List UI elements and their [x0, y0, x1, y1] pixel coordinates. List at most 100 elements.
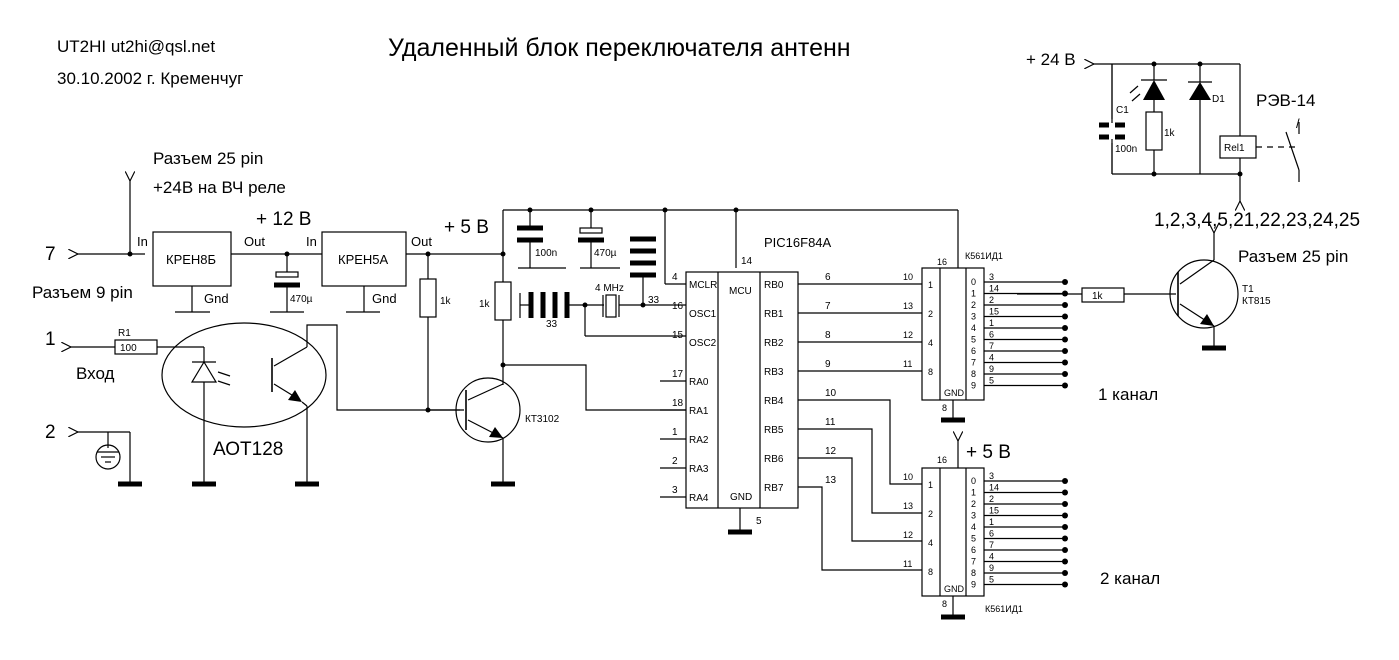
mcu-pin-number: 10	[825, 388, 837, 399]
mcu-pin-name: RB1	[764, 309, 784, 320]
mcu-pin-name: RB0	[764, 280, 784, 291]
crystal-label: 4 MHz	[595, 283, 624, 294]
opto-ray	[217, 380, 231, 386]
decoder1-gnd: GND	[944, 388, 965, 398]
decoder-input-bit: 2	[928, 509, 933, 519]
mcu-gnd-label: GND	[730, 492, 752, 503]
decoder-input-pin: 12	[903, 330, 913, 340]
channel-2-label: 2 канал	[1100, 569, 1160, 588]
mcu-pin-name: RB7	[764, 483, 784, 494]
decoder-output-pin: 6	[989, 529, 994, 539]
cap-470u-a-label: 470µ	[290, 294, 313, 305]
diode-d1	[1189, 82, 1211, 100]
resistor-1k-out-label: 1k	[1092, 291, 1104, 302]
decoder1-pin8: 8	[942, 403, 947, 413]
pin-7-label: 7	[45, 244, 56, 265]
decoder-input-pin: 13	[903, 301, 913, 311]
cap-c1-ref: C1	[1116, 105, 1129, 116]
decoder-input-bit: 4	[928, 538, 933, 548]
output-terminal	[1062, 336, 1068, 343]
mcu-pin-number: 17	[672, 369, 684, 380]
led-indicator	[1143, 80, 1165, 100]
crystal-4mhz	[605, 294, 617, 318]
output-terminal	[1062, 302, 1068, 308]
mcu-pin5: 5	[756, 516, 762, 527]
transistor-t1	[1169, 259, 1239, 329]
optocoupler-label: АОТ128	[213, 439, 283, 460]
output-terminal	[1062, 558, 1068, 565]
cap-470u-a-plate	[275, 271, 299, 278]
decoder-output-pin: 6	[989, 330, 994, 340]
decoder-output-pin: 5	[989, 376, 994, 386]
decoder-input-bit: 1	[928, 480, 933, 490]
output-pins-label: 1,2,3,4,5,21,22,23,24,25	[1154, 210, 1360, 231]
relay-contact	[1285, 131, 1300, 171]
output-terminal	[1062, 501, 1068, 507]
wire-rb7	[798, 486, 926, 571]
input-label: Вход	[76, 364, 115, 383]
decoder-output-index: 3	[971, 312, 976, 322]
relay-type-label: РЭВ-14	[1256, 91, 1315, 110]
decoder2-name: К561ИД1	[985, 604, 1023, 614]
mcu-pin-name: RB2	[764, 338, 784, 349]
junction	[127, 251, 133, 257]
decoder-output-index: 0	[971, 476, 976, 486]
opto-led	[190, 360, 218, 383]
kren8b-out: Out	[244, 234, 265, 249]
mcu-pin-name: RA2	[689, 435, 709, 446]
pin-2-label: 2	[45, 422, 56, 443]
rail-5v-lower-label: + 5 В	[966, 442, 1011, 463]
chassis-ground	[95, 444, 121, 470]
cap-c1-value: 100n	[1115, 144, 1137, 155]
output-terminal	[1062, 478, 1068, 484]
decoder-input-pin: 12	[903, 530, 913, 540]
decoder-output-index: 3	[971, 511, 976, 521]
resistor-1k-b-label: 1k	[479, 299, 491, 310]
resistor-1k-b	[494, 281, 512, 321]
t1-collector	[1179, 259, 1215, 285]
page-title: Удаленный блок переключателя антенн	[388, 34, 851, 62]
decoder-input-bit: 8	[928, 367, 933, 377]
resistor-1k-led-label: 1k	[1164, 128, 1176, 139]
decoder-output-pin: 2	[989, 494, 994, 504]
decoder-output-index: 4	[971, 522, 976, 532]
kt3102-collector	[467, 383, 504, 401]
cap-470u-b	[579, 227, 603, 234]
decoder-output-index: 6	[971, 545, 976, 555]
decoder1-pin16: 16	[937, 257, 947, 267]
output-terminal	[1062, 489, 1068, 496]
kren5a-out: Out	[411, 234, 432, 249]
decoder-output-index: 4	[971, 323, 976, 333]
mcu-pin-number: 11	[825, 417, 836, 428]
decoder-input-bit: 4	[928, 338, 933, 348]
relay-ref: Rel1	[1224, 143, 1245, 154]
mcu-pin-number: 8	[825, 330, 831, 341]
kt3102-emitter-arrow	[489, 427, 503, 438]
decoder-input-pin: 13	[903, 501, 913, 511]
mcu-pin-number: 15	[672, 330, 684, 341]
decoder-output-pin: 14	[989, 483, 999, 493]
decoder-output-pin: 15	[989, 506, 999, 516]
date-place-label: 30.10.2002 г. Кременчуг	[57, 69, 243, 88]
decoder-output-pin: 9	[989, 563, 994, 573]
decoder-output-pin: 4	[989, 552, 994, 562]
output-terminal	[1062, 279, 1068, 285]
resistor-1k-a	[419, 278, 437, 318]
mcu-pin-name: RB3	[764, 367, 784, 378]
rf-relay-24v-label: +24В на ВЧ реле	[153, 178, 286, 197]
wire-ra1	[503, 364, 686, 411]
optocoupler-aot128	[161, 322, 327, 428]
mcu-pin-number: 13	[825, 475, 837, 486]
cap-100n-label: 100n	[535, 248, 557, 259]
decoder-output-index: 1	[971, 289, 976, 299]
mcu-name: PIC16F84A	[764, 235, 832, 250]
decoder-output-index: 6	[971, 346, 976, 356]
mcu-pin-number: 2	[672, 456, 678, 467]
output-terminal	[1062, 325, 1068, 331]
opto-ray	[217, 371, 231, 377]
decoder-output-index: 8	[971, 568, 976, 578]
